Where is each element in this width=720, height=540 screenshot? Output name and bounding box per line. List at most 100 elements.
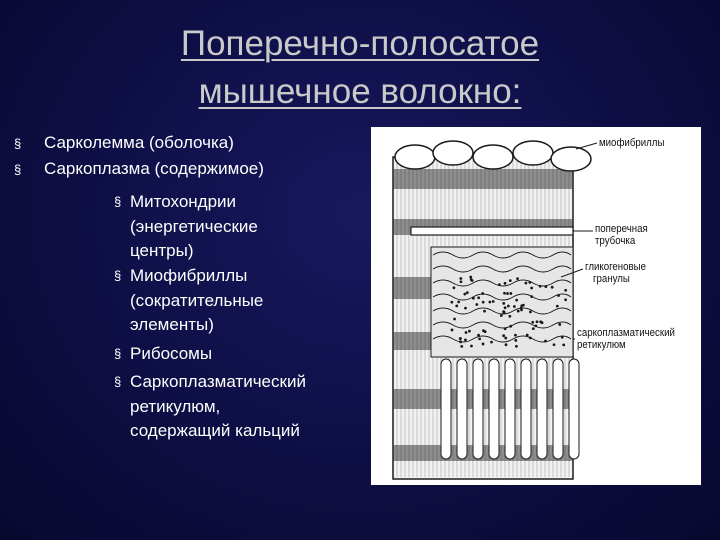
striation-band: [393, 169, 573, 189]
glycogen-granule: [471, 296, 475, 300]
bullet-marker-icon: §: [114, 346, 122, 361]
t-tubule: [410, 226, 574, 236]
glycogen-granule: [555, 304, 559, 308]
reticulum-tubule: [432, 265, 572, 273]
bullet-item-sarcoplasm: § Саркоплазма (содержимое): [14, 156, 264, 182]
bullet-marker-icon: §: [14, 162, 22, 177]
glycogen-granule: [506, 304, 510, 308]
glycogen-granule: [509, 292, 513, 295]
glycogen-granule: [531, 327, 535, 331]
glycogen-granule: [520, 308, 523, 312]
glycogen-granule: [524, 281, 528, 285]
myofibril-column: [520, 358, 532, 460]
subitem-mitochondria: § Митохондрии (энергетические центры): [114, 190, 370, 264]
glycogen-granule: [525, 333, 529, 337]
subitem-line: Миофибриллы: [130, 266, 248, 285]
muscle-fiber-diagram: миофибриллы поперечная трубочка гликоген…: [371, 127, 701, 485]
glycogen-granule: [450, 300, 454, 304]
slide-title: Поперечно-полосатое мышечное волокно:: [0, 20, 720, 116]
reticulum-tubule: [432, 335, 572, 343]
glycogen-granule: [452, 286, 456, 290]
label-leader-line: [575, 142, 598, 150]
glycogen-granule: [502, 334, 506, 338]
reticulum-tubule: [432, 307, 572, 315]
myofibril-column: [488, 358, 500, 460]
glycogen-granule: [531, 320, 535, 324]
glycogen-granule: [504, 343, 508, 347]
glycogen-granule: [464, 338, 467, 342]
glycogen-granule: [516, 309, 520, 313]
glycogen-granule: [470, 344, 473, 348]
glycogen-granule: [481, 292, 485, 295]
label-sr-line2: ретикулюм: [577, 339, 626, 351]
bullet-marker-icon: §: [114, 194, 122, 209]
glycogen-granule: [560, 335, 564, 339]
glycogen-granule: [482, 329, 485, 333]
glycogen-granule: [469, 278, 473, 282]
glycogen-granule: [544, 339, 547, 343]
myofibril-column: [440, 358, 452, 460]
glycogen-granule: [528, 336, 532, 340]
glycogen-granule: [558, 323, 562, 326]
label-myofibrils: миофибриллы: [599, 137, 665, 149]
subitem-myofibrils: § Миофибриллы (сократительные элементы): [114, 264, 370, 338]
glycogen-granule: [508, 279, 512, 283]
reticulum-tubule: [432, 279, 572, 287]
glycogen-granule: [490, 340, 493, 344]
glycogen-granule: [509, 324, 513, 328]
label-leader-line: [560, 268, 584, 278]
glycogen-granule: [460, 344, 464, 348]
glycogen-granule: [459, 280, 463, 284]
label-sr-line1: саркоплазматический: [577, 327, 675, 339]
glycogen-granule: [544, 285, 548, 288]
myofibril-end: [394, 144, 436, 170]
myofibril-end: [432, 140, 474, 166]
glycogen-granule: [459, 340, 462, 344]
glycogen-granule: [463, 292, 467, 296]
glycogen-granule: [453, 317, 456, 321]
myofibril-end: [550, 146, 592, 172]
glycogen-granule: [530, 286, 534, 290]
glycogen-granule: [459, 277, 463, 280]
glycogen-granule: [530, 295, 534, 299]
myofibril-end: [472, 144, 514, 170]
glycogen-granule: [529, 310, 532, 314]
glycogen-granule: [457, 300, 461, 304]
label-t-tubule-line2: трубочка: [595, 235, 636, 247]
subitem-sarcoplasmic-reticulum: § Саркоплазматический ретикулюм, содержа…: [114, 370, 370, 444]
glycogen-granule: [508, 314, 512, 318]
subitem-line: содержащий кальций: [130, 421, 300, 440]
glycogen-granule: [458, 337, 462, 341]
glycogen-granule: [464, 331, 468, 334]
reticulum-tubule: [432, 293, 572, 301]
glycogen-granule: [515, 298, 519, 302]
glycogen-granule: [491, 300, 495, 303]
label-glycogen-line1: гликогеновые: [585, 261, 647, 273]
myofibril-column: [456, 358, 468, 460]
glycogen-granule: [514, 333, 517, 337]
glycogen-granule: [503, 291, 506, 295]
glycogen-granule: [450, 328, 454, 332]
subitem-line: Рибосомы: [130, 344, 213, 363]
myofibril-column: [472, 358, 484, 460]
subitem-ribosomes: § Рибосомы: [114, 342, 370, 367]
glycogen-granule: [534, 324, 538, 328]
subitem-line: Саркоплазматический: [130, 372, 306, 391]
myofibril-column: [568, 358, 580, 460]
glycogen-granule: [502, 302, 506, 305]
subitem-line: Митохондрии: [130, 192, 237, 211]
glycogen-granule: [455, 304, 459, 308]
glycogen-granule: [468, 329, 471, 333]
reticulum-tubule: [432, 321, 572, 329]
myofibril-end: [512, 140, 554, 166]
reticulum-tubule: [432, 251, 572, 259]
glycogen-granule: [506, 292, 509, 295]
glycogen-granule: [564, 288, 568, 292]
glycogen-granule: [552, 343, 556, 347]
glycogen-granule: [475, 303, 479, 306]
glycogen-granule: [512, 305, 516, 308]
glycogen-granule: [535, 320, 539, 324]
glycogen-granule: [521, 303, 525, 307]
glycogen-granule: [564, 298, 568, 302]
glycogen-granule: [469, 275, 473, 279]
